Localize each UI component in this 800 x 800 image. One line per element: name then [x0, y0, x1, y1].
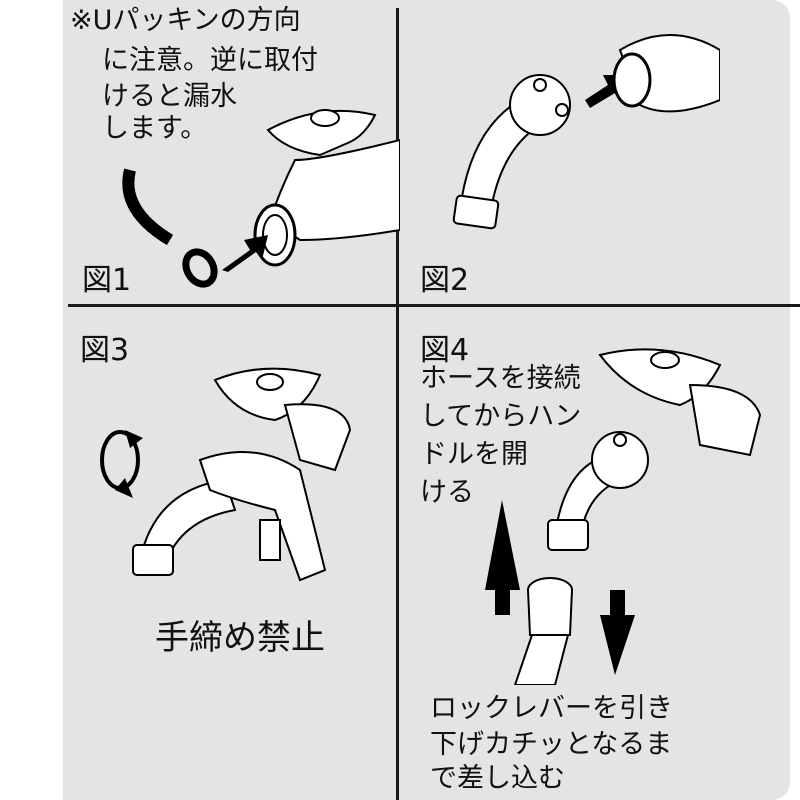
fig2-label: 図2: [420, 263, 470, 298]
fig1-note-line2: に注意。逆に取付: [102, 45, 318, 76]
hose-attach-illustration: [485, 348, 762, 685]
fig1-note-line3: けると漏水: [102, 81, 237, 112]
fig4-instruction-top-line3: ドルを開: [420, 439, 528, 470]
fig4-instruction-bottom-line2: 下げカチッとなるま: [430, 729, 673, 760]
fig4-instruction-top-line1: ホースを接続: [420, 363, 581, 394]
fig4-instruction-top-line4: ける: [420, 477, 474, 508]
fig3-label: 図3: [80, 333, 130, 368]
fig1-note-line4: します。: [102, 113, 208, 144]
wrench-on-faucet-illustration: [100, 367, 352, 582]
hose-connector-illustration: [452, 34, 720, 230]
fig4-instruction-bottom-line3: で差し込む: [430, 763, 565, 794]
fig1-label: 図1: [82, 263, 132, 298]
fig4-instruction-top-line2: してからハン: [420, 401, 582, 432]
faucet-with-packing-illustration: [122, 109, 400, 288]
fig3-warning: 手締め禁止: [155, 618, 325, 658]
fig4-label: 図4: [420, 333, 470, 368]
fig1-note-line1: ※Uパッキンの方向: [70, 5, 301, 36]
divider-vertical: [396, 8, 399, 800]
divider-horizontal: [68, 304, 800, 307]
fig4-instruction-bottom-line1: ロックレバーを引き: [430, 693, 673, 724]
